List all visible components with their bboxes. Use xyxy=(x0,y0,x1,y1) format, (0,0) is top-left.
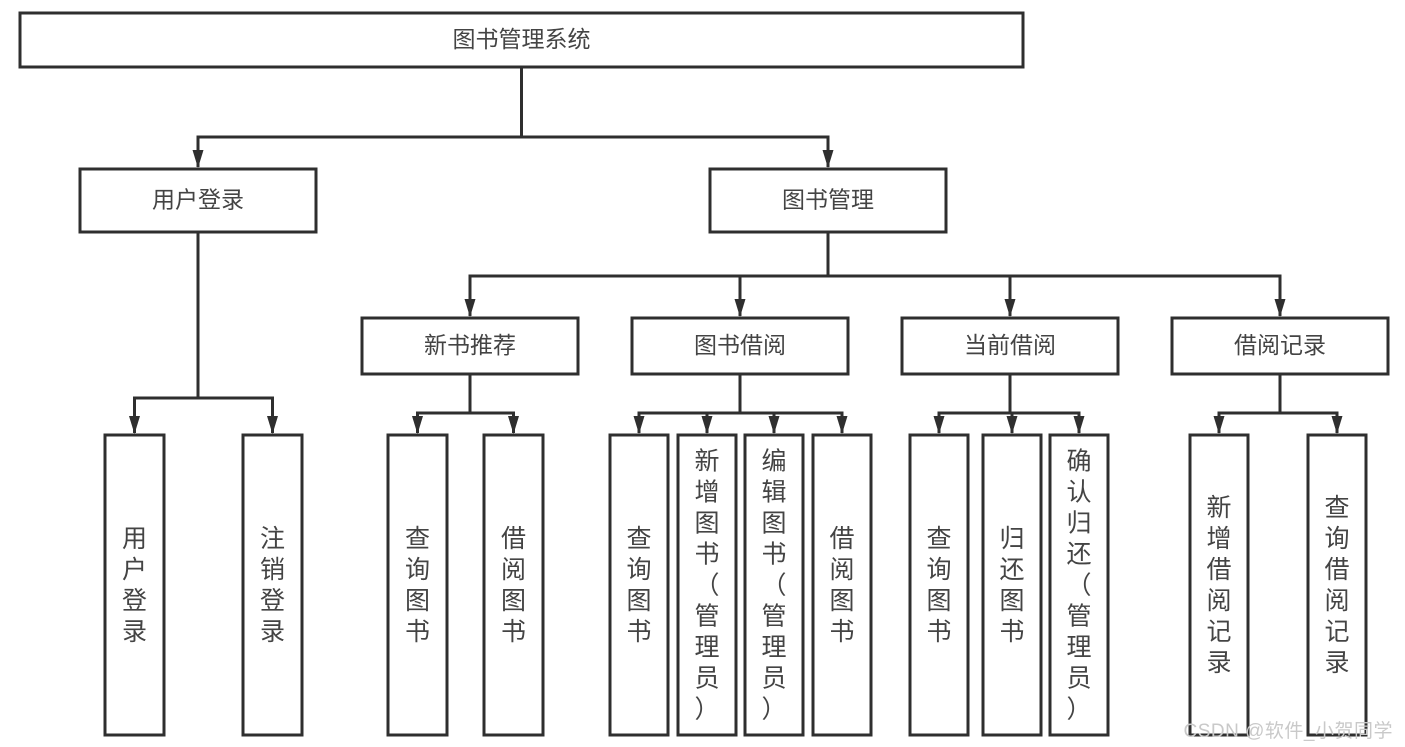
connector-图书借阅-leaf-0 xyxy=(637,411,740,433)
node-leaf-8-label: 查询图书 xyxy=(926,525,951,646)
arrow-head-icon xyxy=(701,416,713,434)
node-level3-3[interactable]: 借阅记录 xyxy=(1170,316,1390,376)
connector-book-mgmt-to-level3-0 xyxy=(468,274,828,316)
node-level2-0-rect[interactable] xyxy=(78,167,318,234)
arrow-head-icon xyxy=(768,416,780,434)
node-level3-3-rect[interactable] xyxy=(1170,316,1390,376)
node-level3-1-label: 图书借阅 xyxy=(694,332,786,358)
connector-图书借阅-leaf-3 xyxy=(740,411,844,433)
node-level3-2[interactable]: 当前借阅 xyxy=(900,316,1120,376)
node-leaf-0-rect[interactable] xyxy=(103,433,166,737)
node-leaf-8[interactable]: 查询图书 xyxy=(908,433,970,737)
node-leaf-0[interactable]: 用户登录 xyxy=(103,433,166,737)
node-leaf-8-rect[interactable] xyxy=(908,433,970,737)
arrow-head-icon xyxy=(633,416,645,434)
watermark-label: CSDN @软件_小贺同学 xyxy=(1183,721,1393,742)
arrow-head-icon xyxy=(1213,416,1225,434)
node-leaf-11[interactable]: 新增借阅记录 xyxy=(1188,433,1250,737)
node-leaf-6[interactable]: 编辑图书（管理员） xyxy=(743,433,805,737)
arrow-head-icon xyxy=(836,416,848,434)
node-leaf-6-rect[interactable] xyxy=(743,433,805,737)
arrow-head-icon xyxy=(267,416,278,434)
node-leaf-2-rect[interactable] xyxy=(386,433,449,737)
node-leaf-7-label: 借阅图书 xyxy=(829,525,854,646)
node-level3-0-rect[interactable] xyxy=(360,316,580,376)
node-level3-2-label: 当前借阅 xyxy=(964,332,1056,358)
arrow-head-icon xyxy=(822,150,834,168)
node-level2-1-rect[interactable] xyxy=(708,167,948,234)
arrow-head-icon xyxy=(1004,299,1016,317)
node-leaf-10-rect[interactable] xyxy=(1048,433,1110,737)
arrow-head-icon xyxy=(734,299,746,317)
connector-root-to-level2-1 xyxy=(521,135,830,167)
connector-新书推荐-leaf-1 xyxy=(470,411,515,433)
connector-借阅记录-leaf-1 xyxy=(1280,411,1339,433)
connector-book-mgmt-to-level3-3 xyxy=(828,274,1282,316)
node-level3-1[interactable]: 图书借阅 xyxy=(630,316,850,376)
node-level3-1-rect[interactable] xyxy=(630,316,850,376)
node-leaf-1[interactable]: 注销登录 xyxy=(241,433,304,737)
node-level3-2-rect[interactable] xyxy=(900,316,1120,376)
node-leaf-5[interactable]: 新增图书（管理员） xyxy=(676,433,738,737)
node-level3-0[interactable]: 新书推荐 xyxy=(360,316,580,376)
arrow-head-icon xyxy=(464,299,476,317)
node-leaf-9[interactable]: 归还图书 xyxy=(981,433,1043,737)
node-leaf-9-label: 归还图书 xyxy=(999,525,1024,646)
node-leaf-3-label: 借阅图书 xyxy=(501,525,526,646)
node-level2-1[interactable]: 图书管理 xyxy=(708,167,948,234)
node-leaf-5-label: 新增图书（管理员） xyxy=(694,448,719,724)
node-leaf-7-rect[interactable] xyxy=(811,433,873,737)
connector-book-mgmt-to-level3-1 xyxy=(738,274,828,316)
node-leaf-9-rect[interactable] xyxy=(981,433,1043,737)
arrow-head-icon xyxy=(129,416,140,434)
arrow-head-icon xyxy=(933,416,945,434)
arrow-head-icon xyxy=(412,416,423,434)
node-root-rect[interactable] xyxy=(18,11,1025,69)
nodes-layer: 图书管理系统用户登录图书管理新书推荐图书借阅当前借阅借阅记录用户登录注销登录查询… xyxy=(18,11,1390,737)
node-level2-0-label: 用户登录 xyxy=(152,187,244,213)
node-level2-1-label: 图书管理 xyxy=(782,187,874,213)
arrow-head-icon xyxy=(192,150,204,168)
node-leaf-6-label: 编辑图书（管理员） xyxy=(761,448,786,724)
node-leaf-2-label: 查询图书 xyxy=(405,525,430,646)
node-leaf-2[interactable]: 查询图书 xyxy=(386,433,449,737)
node-leaf-1-rect[interactable] xyxy=(241,433,304,737)
connector-root-to-level2-0 xyxy=(196,135,522,167)
node-leaf-4-rect[interactable] xyxy=(608,433,670,737)
node-leaf-10[interactable]: 确认归还（管理员） xyxy=(1048,433,1110,737)
arrow-head-icon xyxy=(1331,416,1343,434)
node-leaf-5-rect[interactable] xyxy=(676,433,738,737)
node-leaf-3-rect[interactable] xyxy=(482,433,545,737)
arrow-head-icon xyxy=(1274,299,1286,317)
node-level3-3-label: 借阅记录 xyxy=(1234,332,1326,358)
arrow-head-icon xyxy=(1006,416,1018,434)
connector-用户登录-leaf-0 xyxy=(133,396,198,433)
node-leaf-3[interactable]: 借阅图书 xyxy=(482,433,545,737)
node-leaf-11-label: 新增借阅记录 xyxy=(1206,494,1231,677)
node-leaf-12-label: 查询借阅记录 xyxy=(1324,494,1349,677)
node-root-label: 图书管理系统 xyxy=(453,26,591,52)
node-leaf-0-label: 用户登录 xyxy=(122,525,147,646)
arrow-head-icon xyxy=(1073,416,1085,434)
arrow-head-icon xyxy=(508,416,519,434)
connector-当前借阅-leaf-0 xyxy=(937,411,1010,433)
node-leaf-10-label: 确认归还（管理员） xyxy=(1066,448,1091,724)
node-root[interactable]: 图书管理系统 xyxy=(18,11,1025,69)
node-leaf-11-rect[interactable] xyxy=(1188,433,1250,737)
node-level3-0-label: 新书推荐 xyxy=(424,332,516,358)
node-leaf-7[interactable]: 借阅图书 xyxy=(811,433,873,737)
node-leaf-1-label: 注销登录 xyxy=(260,525,285,646)
connector-book-mgmt-to-level3-2 xyxy=(828,274,1012,316)
node-level2-0[interactable]: 用户登录 xyxy=(78,167,318,234)
node-leaf-12[interactable]: 查询借阅记录 xyxy=(1306,433,1368,737)
connectors-layer xyxy=(129,67,1343,434)
connector-借阅记录-leaf-0 xyxy=(1217,411,1280,433)
connector-新书推荐-leaf-0 xyxy=(416,411,470,433)
node-leaf-4[interactable]: 查询图书 xyxy=(608,433,670,737)
connector-当前借阅-leaf-2 xyxy=(1010,411,1081,433)
node-leaf-12-rect[interactable] xyxy=(1306,433,1368,737)
connector-用户登录-leaf-1 xyxy=(198,396,274,433)
node-leaf-4-label: 查询图书 xyxy=(626,525,651,646)
